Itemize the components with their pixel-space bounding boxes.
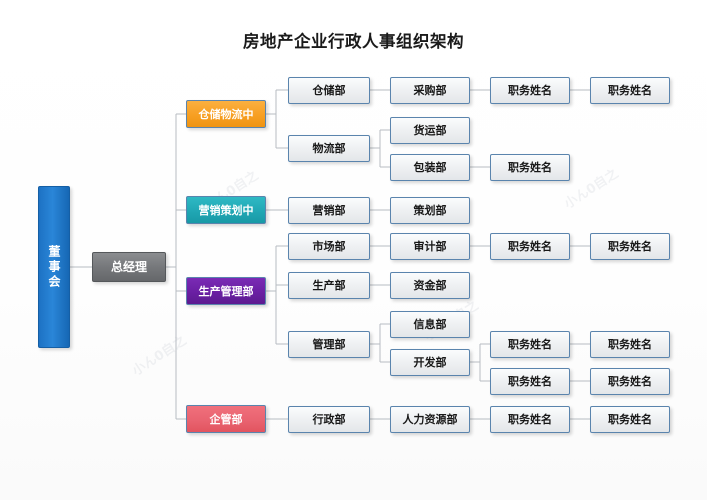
node-label: 管理部: [312, 338, 346, 351]
node-label: 营销部: [312, 204, 346, 217]
node-board-of-directors[interactable]: 董事会: [38, 186, 70, 348]
node-label: 信息部: [413, 318, 447, 331]
node-staff-c5-5[interactable]: 职务姓名: [490, 368, 570, 395]
node-label: 包装部: [413, 161, 447, 174]
node-staff-c5-3[interactable]: 职务姓名: [490, 233, 570, 260]
node-label: 职务姓名: [508, 375, 552, 388]
node-freight-dept[interactable]: 货运部: [390, 117, 470, 144]
node-market-dept[interactable]: 市场部: [288, 233, 370, 260]
node-warehouse-dept[interactable]: 仓储部: [288, 77, 370, 104]
node-label: 职务姓名: [608, 338, 652, 351]
node-development-dept[interactable]: 开发部: [390, 349, 470, 376]
node-packaging-dept[interactable]: 包装部: [390, 154, 470, 181]
node-label: 营销策划中: [198, 203, 254, 217]
node-staff-c6-2[interactable]: 职务姓名: [590, 233, 670, 260]
node-staff-c6-3[interactable]: 职务姓名: [590, 331, 670, 358]
node-production-management[interactable]: 生产管理部: [186, 277, 266, 305]
page-title: 房地产企业行政人事组织架构: [243, 32, 464, 51]
node-label: 审计部: [413, 240, 447, 253]
node-label: 职务姓名: [608, 375, 652, 388]
node-staff-c6-5[interactable]: 职务姓名: [590, 406, 670, 433]
node-logistics-center[interactable]: 仓储物流中: [186, 100, 266, 128]
node-label: 职务姓名: [508, 84, 552, 97]
node-planning-dept[interactable]: 策划部: [390, 197, 470, 224]
node-label: 物流部: [312, 142, 346, 155]
node-human-resources-dept[interactable]: 人力资源部: [390, 406, 470, 433]
node-label: 货运部: [413, 124, 447, 137]
node-label: 开发部: [413, 356, 447, 369]
node-staff-c5-4[interactable]: 职务姓名: [490, 331, 570, 358]
node-finance-dept[interactable]: 资金部: [390, 272, 470, 299]
node-label: 采购部: [413, 84, 447, 97]
node-label: 人力资源部: [402, 413, 458, 426]
node-label: 生产管理部: [198, 284, 254, 298]
node-label: 企管部: [209, 412, 243, 426]
node-label: 策划部: [413, 204, 447, 217]
node-staff-c5-2[interactable]: 职务姓名: [490, 154, 570, 181]
node-label: 资金部: [413, 279, 447, 292]
node-label: 职务姓名: [508, 161, 552, 174]
node-staff-c5-1[interactable]: 职务姓名: [490, 77, 570, 104]
node-label: 生产部: [312, 279, 346, 292]
node-purchasing-dept[interactable]: 采购部: [390, 77, 470, 104]
node-staff-c6-1[interactable]: 职务姓名: [590, 77, 670, 104]
node-management-dept[interactable]: 管理部: [288, 331, 370, 358]
node-label: 职务姓名: [508, 240, 552, 253]
node-label: 行政部: [312, 413, 346, 426]
node-label: 职务姓名: [608, 84, 652, 97]
node-label: 总经理: [110, 260, 147, 274]
node-staff-c5-6[interactable]: 职务姓名: [490, 406, 570, 433]
node-label: 市场部: [312, 240, 346, 253]
node-production-dept[interactable]: 生产部: [288, 272, 370, 299]
node-label: 职务姓名: [508, 338, 552, 351]
node-sales-dept[interactable]: 营销部: [288, 197, 370, 224]
node-label: 仓储物流中: [198, 107, 254, 121]
node-label: 职务姓名: [508, 413, 552, 426]
node-administration-dept[interactable]: 行政部: [288, 406, 370, 433]
node-label: 职务姓名: [608, 413, 652, 426]
node-information-dept[interactable]: 信息部: [390, 311, 470, 338]
node-staff-c6-4[interactable]: 职务姓名: [590, 368, 670, 395]
node-logistics-dept[interactable]: 物流部: [288, 135, 370, 162]
node-audit-dept[interactable]: 审计部: [390, 233, 470, 260]
node-label: 董事会: [47, 244, 61, 290]
node-enterprise-management[interactable]: 企管部: [186, 405, 266, 433]
node-label: 职务姓名: [608, 240, 652, 253]
node-label: 仓储部: [312, 84, 346, 97]
node-general-manager[interactable]: 总经理: [92, 252, 166, 282]
node-marketing-center[interactable]: 营销策划中: [186, 196, 266, 224]
